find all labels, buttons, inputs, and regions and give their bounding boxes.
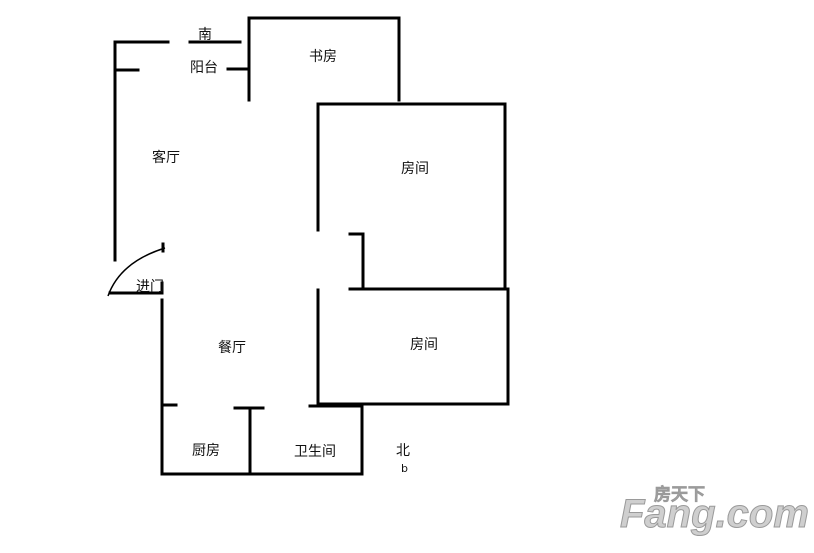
dining-room-label: 餐厅: [218, 340, 246, 356]
bathroom-label: 卫生间: [294, 444, 336, 460]
watermark-logo-text: Fang.com: [620, 492, 809, 536]
south-label: 南: [198, 27, 212, 43]
living-room-label: 客厅: [152, 149, 180, 166]
compass: 南 北 b: [198, 27, 410, 475]
room-labels: 书房 阳台 客厅 房间 房间 进门 餐厅 厨房 卫生间: [136, 49, 438, 460]
bedroom-lower-label: 房间: [410, 337, 438, 353]
walls: [108, 16, 510, 476]
watermark-logo-cn: 房天下: [654, 484, 705, 505]
study-label: 书房: [309, 49, 337, 65]
entrance-label: 进门: [136, 279, 164, 295]
bedroom-upper-label: 房间: [401, 161, 429, 177]
north-mark: b: [401, 462, 408, 475]
entrance-door-swing: [107, 247, 166, 297]
balcony-label: 阳台: [190, 60, 218, 76]
watermark: Fang.com 房天下: [620, 484, 810, 537]
north-label: 北: [396, 443, 410, 459]
kitchen-label: 厨房: [192, 443, 220, 459]
